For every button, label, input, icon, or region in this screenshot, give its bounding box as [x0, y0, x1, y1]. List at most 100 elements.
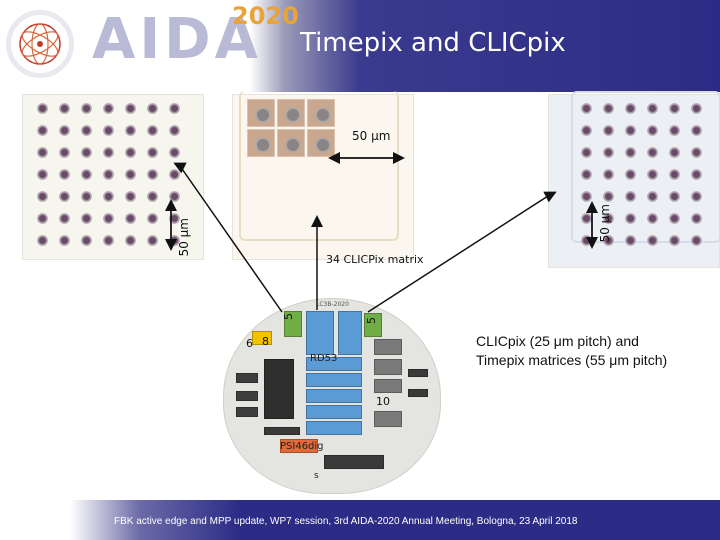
pixel-dot — [647, 147, 658, 158]
wafer-chip — [374, 411, 402, 427]
pixel-dot — [691, 235, 702, 246]
pixel-cell — [307, 99, 335, 127]
pixel-dot — [147, 169, 158, 180]
pixel-cell — [277, 99, 305, 127]
pixel-dot — [103, 191, 114, 202]
wafer-chip — [236, 407, 258, 417]
pixel-dot — [647, 191, 658, 202]
pixel-dot — [59, 125, 70, 136]
pixel-dot — [103, 235, 114, 246]
aida-logo-icon — [6, 10, 74, 78]
pixel-dot — [81, 191, 92, 202]
pixel-dot — [603, 103, 614, 114]
wafer-label-s: s — [314, 471, 319, 481]
wafer-label-psi: PSI46dig — [280, 441, 324, 452]
slide-title: Timepix and CLICpix — [300, 28, 566, 58]
pixel-dot — [669, 125, 680, 136]
pitch-label-top: 50 μm — [352, 129, 391, 143]
pixel-dot — [103, 103, 114, 114]
pixel-dot — [691, 147, 702, 158]
pixel-dot — [669, 213, 680, 224]
pixel-dot — [691, 213, 702, 224]
pixel-dot — [603, 125, 614, 136]
wafer-chip — [264, 427, 300, 435]
pixel-dot — [625, 191, 636, 202]
pixel-dot — [59, 103, 70, 114]
pixel-dot — [691, 191, 702, 202]
wafer-chip — [236, 391, 258, 401]
pixel-dot — [103, 125, 114, 136]
pixel-dot — [647, 213, 658, 224]
wafer-chip — [408, 369, 428, 377]
pixel-dot — [81, 169, 92, 180]
pixel-dot — [647, 169, 658, 180]
pixel-dot — [147, 235, 158, 246]
pixel-dot — [169, 169, 180, 180]
header-bar: AIDA 2020 Timepix and CLICpix — [0, 0, 720, 92]
pixel-dot — [669, 235, 680, 246]
pixel-dot — [37, 213, 48, 224]
pixel-dot — [625, 125, 636, 136]
pixel-dot — [625, 213, 636, 224]
wafer-chip — [374, 379, 402, 393]
pixel-dot — [625, 147, 636, 158]
pixel-dot — [603, 147, 614, 158]
pixel-dot — [103, 213, 114, 224]
wafer-chip — [338, 311, 362, 355]
pixel-dot — [147, 103, 158, 114]
pixel-dot — [147, 147, 158, 158]
pixel-dot — [125, 169, 136, 180]
wafer-chip — [408, 389, 428, 397]
wafer-chip — [264, 359, 294, 419]
pixel-dot — [125, 125, 136, 136]
pixel-dot — [103, 169, 114, 180]
matrix-frame — [239, 91, 399, 241]
pixel-dot — [59, 191, 70, 202]
pixel-dot — [581, 125, 592, 136]
pixel-dot — [37, 169, 48, 180]
footer-bar — [0, 500, 720, 540]
pixel-dot — [647, 103, 658, 114]
pixel-dot — [81, 235, 92, 246]
pixel-dot — [37, 125, 48, 136]
wafer-top-mark: LC3B-2020 — [316, 301, 349, 308]
pixel-dot — [81, 213, 92, 224]
wafer-chip — [236, 373, 258, 383]
wafer-label-ten: 10 — [376, 395, 390, 408]
pixel-dot — [603, 191, 614, 202]
pixel-dot — [169, 213, 180, 224]
pixel-dot — [669, 191, 680, 202]
pixel-dot — [647, 125, 658, 136]
pixel-dot — [125, 213, 136, 224]
pixel-dot — [625, 169, 636, 180]
wafer-label-rd53: RD53 — [310, 353, 338, 364]
wafer-chip — [284, 311, 302, 337]
wafer-chip — [306, 311, 334, 355]
wafer-chip — [364, 313, 382, 337]
footer-text: FBK active edge and MPP update, WP7 sess… — [114, 516, 578, 527]
pixel-dot — [37, 191, 48, 202]
pixel-dot — [603, 213, 614, 224]
wafer-label-eight: 8 — [262, 335, 269, 348]
pixel-dot — [625, 103, 636, 114]
pixel-dot — [125, 235, 136, 246]
pixel-dot — [147, 191, 158, 202]
pixel-cell — [247, 129, 275, 157]
pixel-dot — [37, 147, 48, 158]
pixel-dot — [669, 103, 680, 114]
pixel-dot — [603, 169, 614, 180]
pixel-dot — [103, 147, 114, 158]
pixel-dot — [59, 235, 70, 246]
wafer-label-six: 6 — [246, 337, 253, 350]
wafer-chip — [306, 357, 362, 371]
pixel-dot — [147, 213, 158, 224]
matrix-label: 34 CLICPix matrix — [326, 253, 424, 266]
pixel-dot — [37, 235, 48, 246]
body-text: CLICpix (25 μm pitch) and Timepix matric… — [476, 333, 668, 368]
arrow-icon — [165, 152, 598, 313]
pixel-dot — [81, 103, 92, 114]
pixel-dot — [691, 125, 702, 136]
wafer-chip — [306, 389, 362, 403]
pixel-dot — [669, 169, 680, 180]
